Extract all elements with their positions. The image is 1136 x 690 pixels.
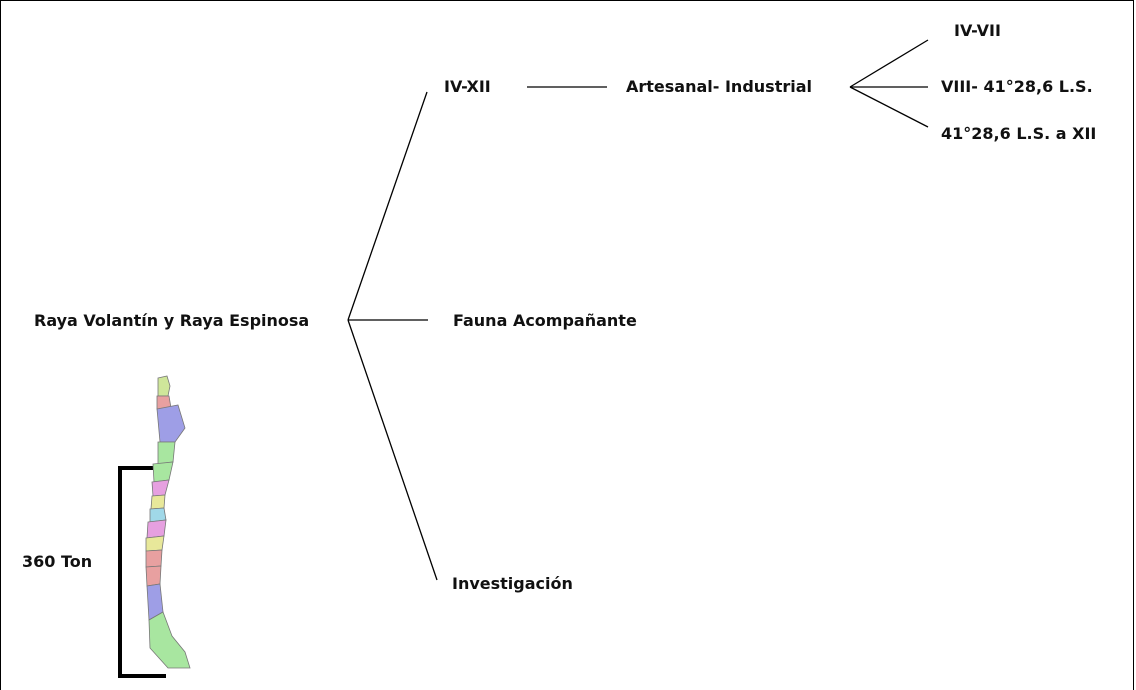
map-region: [150, 494, 166, 510]
map-region: [151, 479, 170, 497]
map-region: [152, 461, 174, 483]
connector-root-region: [347, 91, 428, 321]
zone-label-2: VIII- 41°28,6 L.S.: [941, 77, 1093, 96]
map-region: [145, 535, 165, 552]
map-region: [156, 404, 186, 443]
branch-bycatch-label: Fauna Acompañante: [453, 311, 637, 330]
branch-fleet-label: Artesanal- Industrial: [626, 77, 812, 96]
map-region: [145, 565, 162, 587]
root-label: Raya Volantín y Raya Espinosa: [34, 311, 310, 330]
chile-map: [145, 375, 191, 669]
quota-bracket: [118, 466, 166, 678]
map-region: [146, 519, 167, 539]
zone-label-3: 41°28,6 L.S. a XII: [941, 124, 1097, 143]
branch-region-label: IV-XII: [444, 77, 491, 96]
quota-label: 360 Ton: [22, 552, 93, 571]
zone-label-1: IV-VII: [954, 21, 1001, 40]
map-region: [145, 549, 163, 568]
connector-root-research: [347, 319, 438, 581]
map-region: [157, 375, 171, 397]
map-region: [148, 611, 191, 669]
connector-fleet-zone1: [849, 39, 929, 88]
map-region: [157, 441, 176, 465]
connector-fleet-zone3: [849, 86, 929, 128]
branch-research-label: Investigación: [452, 574, 573, 593]
